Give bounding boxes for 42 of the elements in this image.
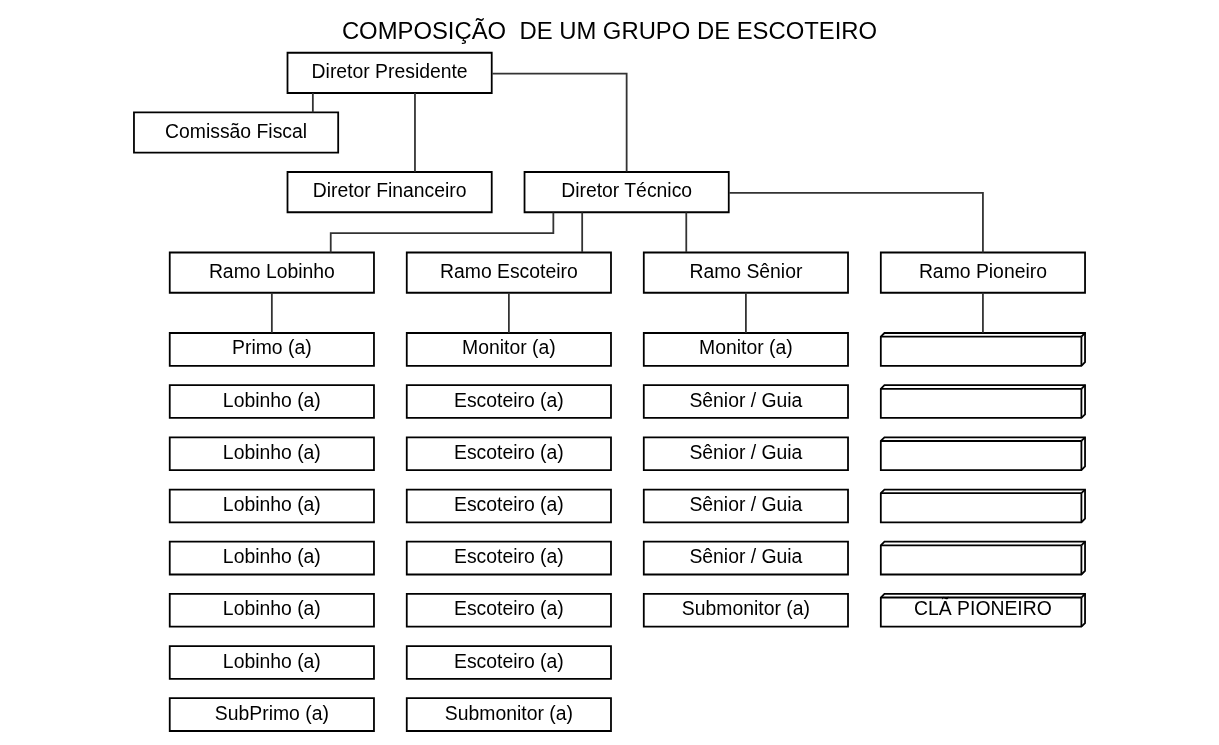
connector (745, 291, 747, 334)
node-box: Escoteiro (a) (405, 384, 612, 419)
node-box: Sênior / Guia (642, 488, 849, 524)
node-box: Diretor Presidente (286, 51, 493, 94)
connector (311, 92, 314, 114)
node-box: Lobinho (a) (168, 488, 375, 524)
node-box: Lobinho (a) (168, 540, 375, 576)
node-box: Escoteiro (a) (405, 436, 612, 472)
connector (508, 291, 510, 334)
node-box: Ramo Pioneiro (879, 251, 1086, 294)
node-box: Escoteiro (a) (405, 488, 612, 524)
node-box: Sênior / Guia (642, 384, 849, 419)
node-box: Sênior / Guia (642, 436, 849, 472)
node-box: Lobinho (a) (168, 645, 375, 680)
node-box: Lobinho (a) (168, 592, 375, 628)
node-box: Escoteiro (a) (405, 540, 612, 576)
node-box: Lobinho (a) (168, 436, 375, 472)
node-box: Submonitor (a) (405, 697, 612, 732)
node-box: Escoteiro (a) (405, 592, 612, 628)
connector (329, 211, 555, 254)
connector (685, 211, 688, 253)
node-box: Escoteiro (a) (405, 645, 612, 680)
node-box: Ramo Lobinho (168, 251, 375, 294)
connector (581, 211, 584, 253)
node-box: Submonitor (a) (642, 592, 849, 628)
node-box: SubPrimo (a) (168, 697, 375, 732)
node-box: Comissão Fiscal (133, 111, 340, 154)
node-box: Ramo Sênior (642, 251, 849, 294)
diagram-title: COMPOSIÇÃO DE UM GRUPO DE ESCOTEIRO (341, 17, 878, 45)
connector (982, 291, 984, 334)
connector (414, 92, 416, 173)
node-box: Sênior / Guia (642, 540, 849, 576)
node-box: Monitor (a) (642, 332, 849, 367)
node-box: Diretor Financeiro (286, 171, 493, 214)
node-box: Primo (a) (168, 332, 375, 367)
node-box: Ramo Escoteiro (405, 251, 612, 294)
connector (728, 191, 984, 254)
node-box: Diretor Técnico (523, 171, 730, 214)
connector (491, 72, 628, 173)
node-box: Monitor (a) (405, 332, 612, 367)
node-box: Lobinho (a) (168, 384, 375, 419)
connector (270, 291, 273, 334)
